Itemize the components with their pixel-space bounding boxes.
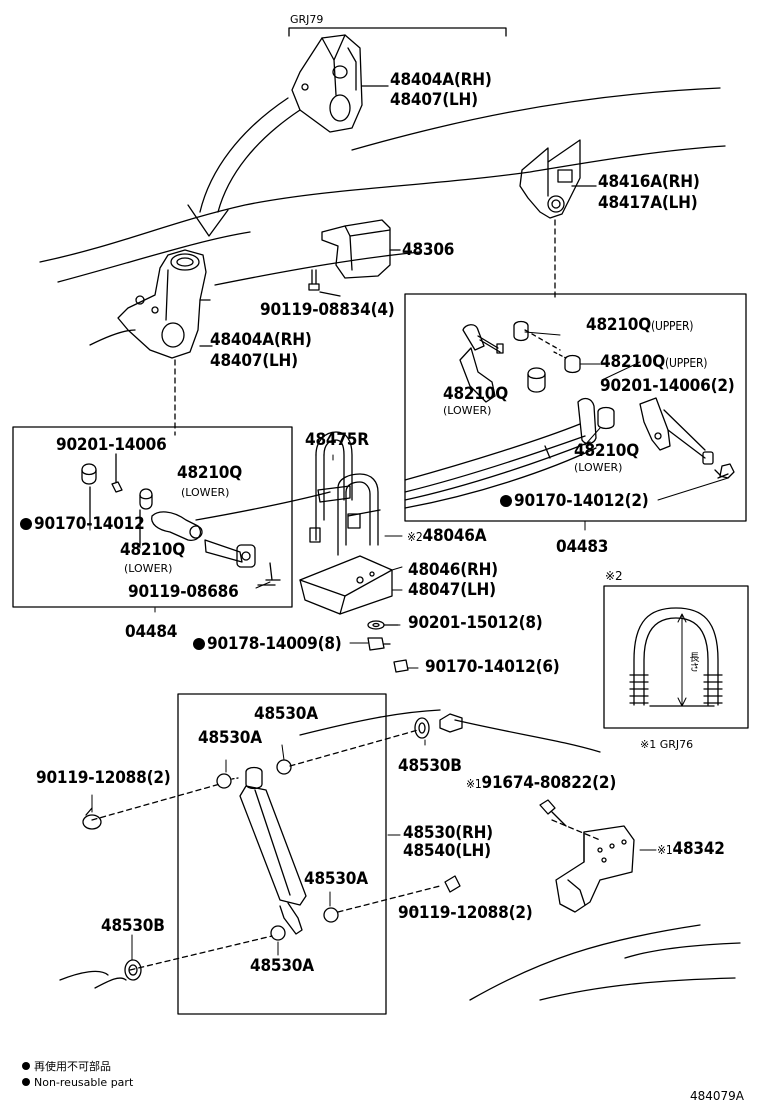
label-inset-dimension: 長さ	[687, 652, 698, 672]
label-91674-80822: ※191674-80822(2)	[466, 773, 617, 793]
label-48530b-1: 48530B	[398, 756, 462, 776]
group-box-04484	[12, 426, 293, 608]
label-48210q-lower-r1: 48210Q	[443, 384, 509, 404]
label-90119-08834: 90119-08834(4)	[260, 300, 395, 320]
hanger-bracket-top	[291, 34, 389, 133]
non-reusable-mark	[20, 518, 32, 530]
figure-id: 484079A	[690, 1089, 745, 1103]
leader-lines	[89, 331, 729, 961]
non-reusable-mark	[500, 495, 512, 507]
label-90119-08686: 90119-08686	[128, 582, 239, 602]
label-90170-14012-2: 90170-14012(2)	[500, 491, 649, 511]
label-48046a: ※248046A	[407, 526, 487, 546]
label-04484: 04484	[125, 622, 178, 642]
inset-box	[603, 585, 749, 729]
label-90119-12088-2: 90119-12088(2)	[398, 903, 533, 923]
label-48407-lh-top: 48407(LH)	[390, 90, 478, 110]
label-48540-lh: 48540(LH)	[403, 841, 491, 861]
label-48210q-upper-1: 48210Q(UPPER)	[586, 315, 694, 335]
legend-jp: 再使用不可部品	[22, 1060, 111, 1073]
label-48306: 48306	[402, 240, 455, 260]
non-reusable-mark	[193, 638, 205, 650]
legend-dot-icon	[22, 1062, 30, 1070]
label-48210q-lower-l2: 48210Q	[120, 540, 186, 560]
shock-bracket-48342	[539, 799, 635, 913]
label-90119-12088-1: 90119-12088(2)	[36, 768, 171, 788]
legend-en: Non-reusable part	[22, 1076, 133, 1089]
label-lower-l2: (LOWER)	[124, 562, 173, 575]
shock-absorber-box	[177, 693, 387, 1015]
label-90201-14006-2: 90201-14006(2)	[600, 376, 735, 396]
shock-mount-hardware	[59, 713, 463, 989]
u-bolt-inset-drawing	[629, 607, 723, 707]
label-48046-rh: 48046(RH)	[408, 560, 498, 580]
label-90201-14006: 90201-14006	[56, 435, 167, 455]
main-hanger-bracket	[117, 249, 213, 359]
rear-hanger-bracket	[519, 139, 597, 219]
reference-arrow	[187, 97, 301, 237]
label-48530a-2: 48530A	[198, 728, 262, 748]
label-48416a-rh: 48416A(RH)	[598, 172, 700, 192]
u-bolt-assembly	[299, 431, 393, 615]
label-48404a-rh: 48404A(RH)	[210, 330, 312, 350]
label-90170-14012-6: 90170-14012(6)	[425, 657, 560, 677]
label-48342: ※148342	[657, 839, 725, 859]
bolt-90119-08834	[308, 269, 341, 297]
label-inset-caption: ※1 GRJ76	[640, 738, 694, 751]
label-48404a-rh-top: 48404A(RH)	[390, 70, 492, 90]
legend-dot-icon	[22, 1078, 30, 1086]
label-48210q-upper-2: 48210Q(UPPER)	[600, 352, 708, 372]
group-box-04483	[404, 293, 747, 522]
label-48407-lh: 48407(LH)	[210, 351, 298, 371]
part-48306-block	[321, 219, 401, 279]
label-04483: 04483	[556, 537, 609, 557]
frame-rail-outline	[39, 87, 741, 1001]
label-48530a-4: 48530A	[250, 956, 314, 976]
nuts-washers	[367, 620, 409, 673]
label-grj79: GRJ79	[290, 13, 324, 26]
shackle-parts-right	[459, 320, 735, 479]
label-90170-14012: 90170-14012	[20, 514, 145, 534]
label-48475r: 48475R	[305, 430, 369, 450]
label-48530a-1: 48530A	[254, 704, 318, 724]
label-lower-l1: (LOWER)	[181, 486, 230, 499]
label-48047-lh: 48047(LH)	[408, 580, 496, 600]
label-48530-rh: 48530(RH)	[403, 823, 493, 843]
label-90178-14009: 90178-14009(8)	[193, 634, 342, 654]
label-inset-title: ※2	[605, 569, 623, 583]
label-90201-15012: 90201-15012(8)	[408, 613, 543, 633]
shock-absorber	[216, 759, 339, 941]
label-48210q-lower-l1: 48210Q	[177, 463, 243, 483]
label-48210q-lower-r2: 48210Q	[574, 441, 640, 461]
leaf-spring	[404, 397, 597, 509]
shackle-parts-left	[81, 453, 331, 586]
shock-dashed-axes	[91, 729, 601, 971]
label-48530a-3: 48530A	[304, 869, 368, 889]
label-lower-r2: (LOWER)	[574, 461, 623, 474]
label-48530b-2: 48530B	[101, 916, 165, 936]
label-48417a-lh: 48417A(LH)	[598, 193, 698, 213]
grj79-bracket-line	[288, 27, 507, 37]
label-lower-r1: (LOWER)	[443, 404, 492, 417]
